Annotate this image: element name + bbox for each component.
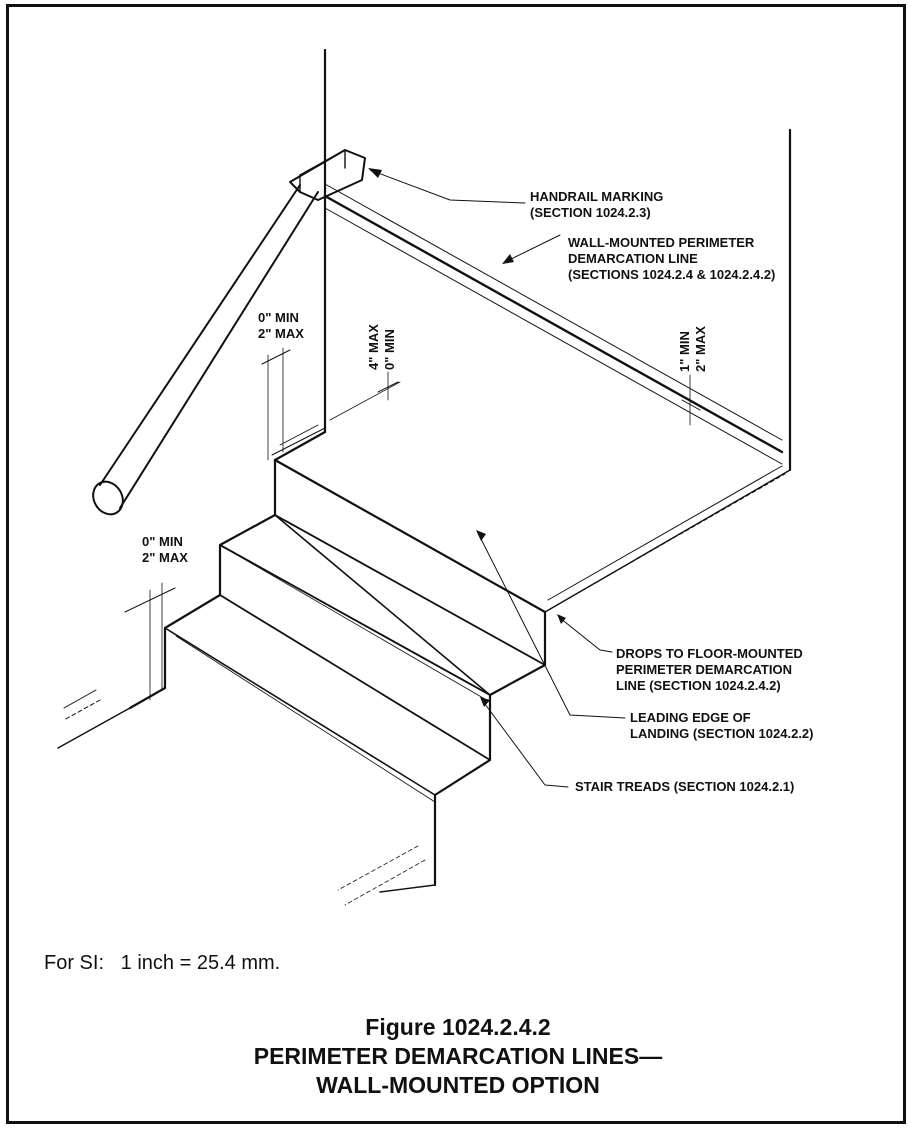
svg-text:0" MIN: 0" MIN [142, 534, 183, 549]
svg-text:(SECTIONS 1024.2.4 & 1024.2.4.: (SECTIONS 1024.2.4 & 1024.2.4.2) [568, 267, 775, 282]
svg-text:(SECTION 1024.2.3): (SECTION 1024.2.3) [530, 205, 651, 220]
svg-text:0" MIN: 0" MIN [258, 310, 299, 325]
svg-text:PERIMETER DEMARCATION: PERIMETER DEMARCATION [616, 662, 792, 677]
svg-text:LINE (SECTION 1024.2.4.2): LINE (SECTION 1024.2.4.2) [616, 678, 781, 693]
figure-title-line2: WALL-MOUNTED OPTION [316, 1072, 600, 1098]
figure-frame [6, 4, 906, 1124]
band-width-dimension [681, 374, 701, 426]
figure-number: Figure 1024.2.4.2 [365, 1014, 551, 1040]
callout-drops-to-floor: DROPS TO FLOOR-MOUNTED PERIMETER DEMARCA… [616, 646, 803, 693]
handrail-marking-offset-dimension [329, 371, 401, 421]
svg-text:0" MIN: 0" MIN [382, 329, 397, 370]
callout-handrail-marking: HANDRAIL MARKING (SECTION 1024.2.3) [530, 189, 663, 220]
callout-leading-edge: LEADING EDGE OF LANDING (SECTION 1024.2.… [630, 710, 814, 741]
figure-title-line1: PERIMETER DEMARCATION LINES— [253, 1043, 663, 1069]
dimension-vertical-left: 4" MAX 0" MIN [366, 324, 397, 370]
dimension-lower-labels: 0" MIN 2" MAX [142, 534, 188, 565]
si-conversion-note: For SI: 1 inch = 25.4 mm. [44, 952, 281, 974]
callout-wall-mounted: WALL-MOUNTED PERIMETER DEMARCATION LINE … [568, 235, 775, 282]
svg-text:1" MIN: 1" MIN [677, 331, 692, 372]
landing [273, 430, 791, 614]
dimension-vertical-right: 1" MIN 2" MAX [677, 326, 708, 372]
svg-text:WALL-MOUNTED PERIMETER: WALL-MOUNTED PERIMETER [568, 235, 755, 250]
leader-lines [369, 169, 626, 788]
dimension-upper-labels: 0" MIN 2" MAX [258, 310, 304, 341]
stair-flight [128, 458, 547, 887]
svg-text:LEADING EDGE OF: LEADING EDGE OF [630, 710, 751, 725]
floor-lines [57, 424, 436, 906]
handrail [92, 149, 366, 516]
svg-text:DEMARCATION LINE: DEMARCATION LINE [568, 251, 698, 266]
svg-text:2" MAX: 2" MAX [258, 326, 304, 341]
svg-text:2" MAX: 2" MAX [142, 550, 188, 565]
svg-text:DROPS TO FLOOR-MOUNTED: DROPS TO FLOOR-MOUNTED [616, 646, 803, 661]
svg-text:4" MAX: 4" MAX [366, 324, 381, 370]
svg-text:2" MAX: 2" MAX [693, 326, 708, 372]
svg-text:LANDING (SECTION 1024.2.2): LANDING (SECTION 1024.2.2) [630, 726, 814, 741]
svg-text:STAIR TREADS (SECTION 1024.2.1: STAIR TREADS (SECTION 1024.2.1) [575, 779, 794, 794]
svg-text:HANDRAIL MARKING: HANDRAIL MARKING [530, 189, 663, 204]
upper-clearance-dimension [261, 347, 291, 461]
callout-stair-treads: STAIR TREADS (SECTION 1024.2.1) [575, 779, 794, 794]
wall-mounted-demarcation-band [323, 183, 784, 465]
lower-clearance-dimension [124, 582, 176, 701]
leader-arrowheads [368, 168, 566, 707]
